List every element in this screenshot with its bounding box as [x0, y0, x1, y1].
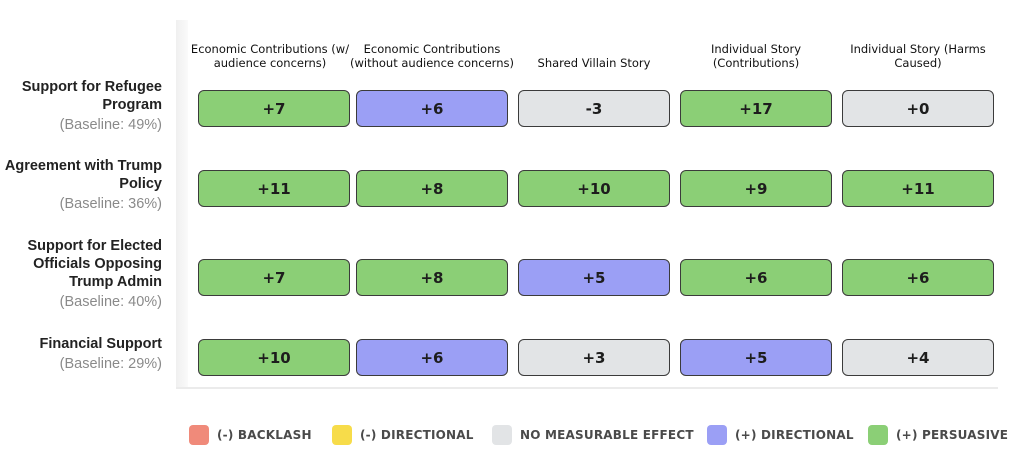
row-baseline: (Baseline: 49%)	[59, 117, 162, 133]
effect-cell: +7	[198, 90, 350, 127]
effect-cell: +3	[518, 339, 670, 376]
column-header-label: Economic Contributions (w/ audience conc…	[190, 42, 350, 70]
effect-cell: +5	[680, 339, 832, 376]
legend-label: (+) DIRECTIONAL	[735, 428, 854, 442]
effect-cell: +9	[680, 170, 832, 207]
row-title: Financial Support	[39, 336, 162, 352]
column-header: Individual Story (Contributions)	[671, 24, 841, 70]
effect-cell: +6	[356, 339, 508, 376]
row-baseline: (Baseline: 36%)	[59, 196, 162, 212]
column-header: Economic Contributions (w/ audience conc…	[185, 24, 355, 70]
row-title: Support for Refugee Program	[21, 79, 162, 113]
legend-swatch	[492, 425, 512, 445]
effect-cell: +10	[198, 339, 350, 376]
legend-item: (+) DIRECTIONAL	[707, 424, 854, 446]
column-header: Shared Villain Story	[509, 24, 679, 70]
row-label: Agreement with Trump Policy (Baseline: 3…	[0, 157, 162, 213]
effect-cell: +0	[842, 90, 994, 127]
effect-cell: +6	[356, 90, 508, 127]
legend-swatch	[707, 425, 727, 445]
effect-cell: +17	[680, 90, 832, 127]
column-header-label: Shared Villain Story	[537, 56, 651, 70]
horizontal-divider	[176, 387, 998, 389]
effect-cell: +4	[842, 339, 994, 376]
effect-cell: +8	[356, 170, 508, 207]
effect-cell: -3	[518, 90, 670, 127]
row-baseline: (Baseline: 40%)	[59, 294, 162, 310]
row-label: Support for Refugee Program (Baseline: 4…	[0, 78, 162, 134]
legend-label: (-) BACKLASH	[217, 428, 312, 442]
legend-item: (+) PERSUASIVE	[868, 424, 1008, 446]
legend-swatch	[189, 425, 209, 445]
effect-cell: +6	[842, 259, 994, 296]
column-header-label: Individual Story (Harms Caused)	[850, 42, 986, 70]
legend-label: (+) PERSUASIVE	[896, 428, 1009, 442]
row-label: Support for Elected Officials Opposing T…	[0, 237, 162, 311]
row-title: Support for Elected Officials Opposing T…	[27, 238, 162, 290]
legend-label: NO MEASURABLE EFFECT	[520, 428, 694, 442]
legend-item: (-) BACKLASH	[189, 424, 312, 446]
effect-cell: +8	[356, 259, 508, 296]
column-header-label: Individual Story (Contributions)	[710, 42, 802, 70]
effect-cell: +6	[680, 259, 832, 296]
legend-swatch	[332, 425, 352, 445]
legend-item: NO MEASURABLE EFFECT	[492, 424, 694, 446]
effect-cell: +5	[518, 259, 670, 296]
column-header: Individual Story (Harms Caused)	[833, 24, 1003, 70]
column-header: Economic Contributions (without audience…	[347, 24, 517, 70]
legend-label: (-) DIRECTIONAL	[360, 428, 474, 442]
effect-cell: +10	[518, 170, 670, 207]
vertical-divider	[176, 20, 188, 388]
legend-item: (-) DIRECTIONAL	[332, 424, 474, 446]
effect-cell: +11	[842, 170, 994, 207]
column-header-label: Economic Contributions (without audience…	[350, 42, 514, 70]
effect-cell: +11	[198, 170, 350, 207]
row-baseline: (Baseline: 29%)	[59, 356, 162, 372]
row-label: Financial Support (Baseline: 29%)	[0, 335, 162, 373]
effect-cell: +7	[198, 259, 350, 296]
row-title: Agreement with Trump Policy	[4, 158, 162, 192]
legend-swatch	[868, 425, 888, 445]
